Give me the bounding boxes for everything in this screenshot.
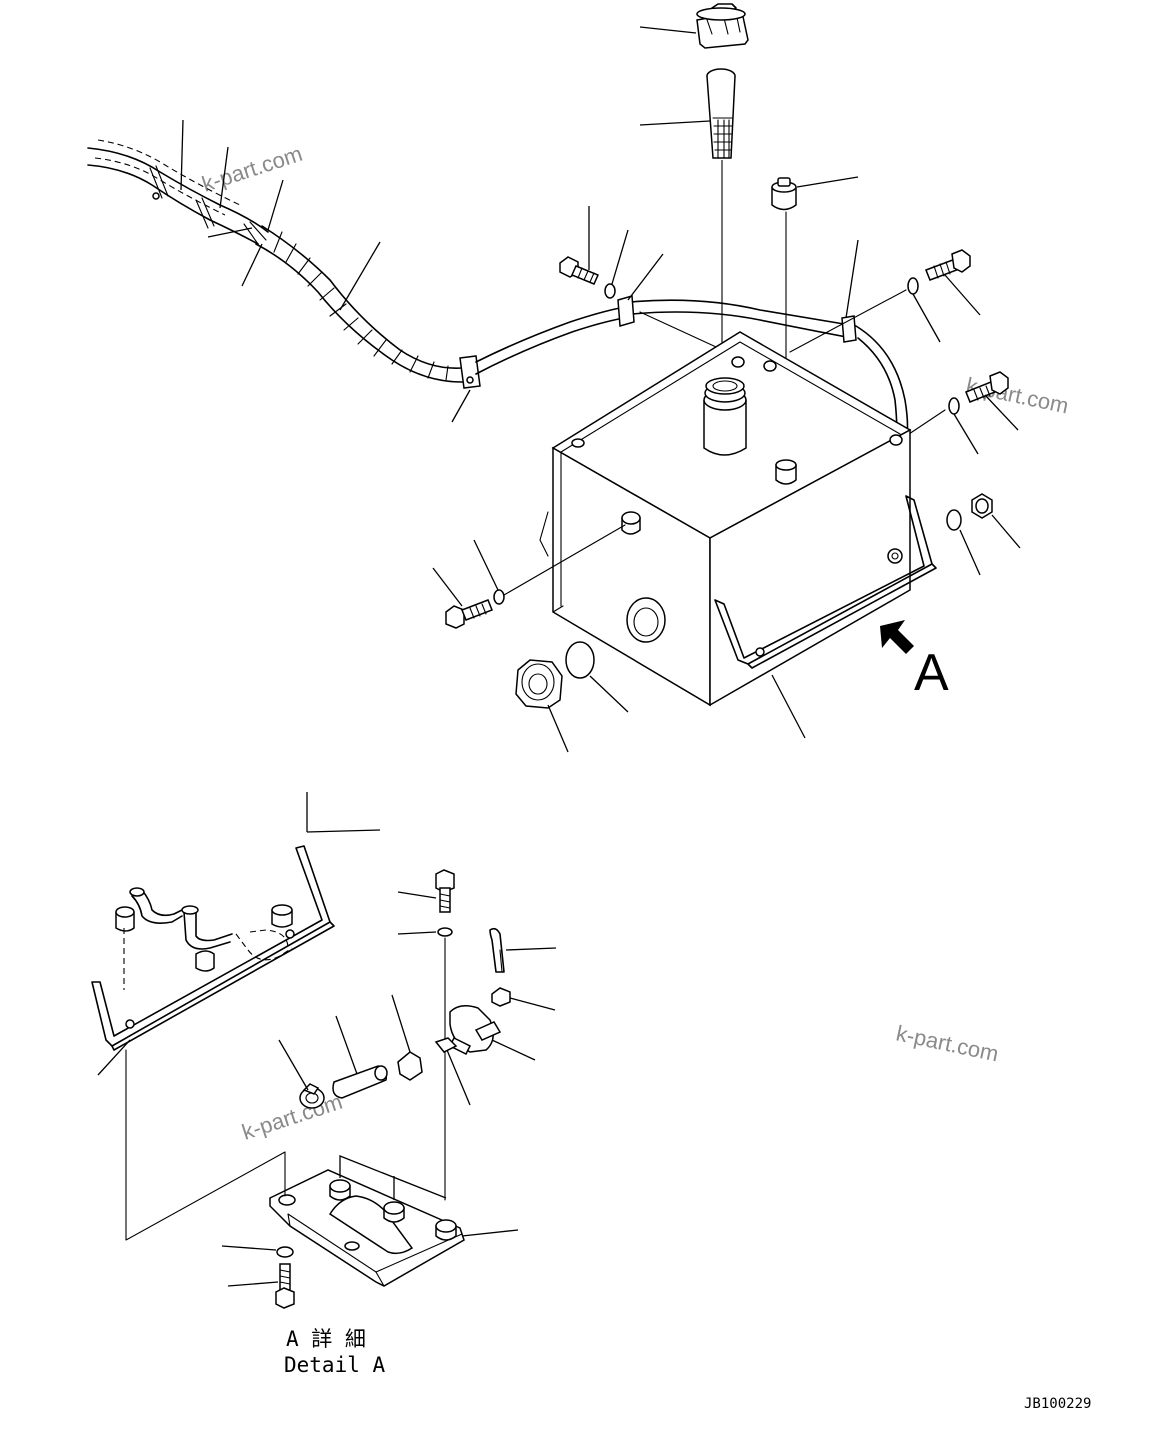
detail-bolt: [435, 869, 455, 913]
leader-line: [241, 243, 263, 287]
leader-line: [639, 26, 697, 34]
detail-cap: [397, 1051, 423, 1081]
leader-line: [509, 997, 556, 1011]
leader-line: [589, 675, 629, 713]
leader-line: [221, 1245, 277, 1251]
leader-line: [451, 389, 471, 423]
o-ring: [946, 509, 962, 531]
leader-line: [991, 514, 1021, 549]
washer: [493, 589, 505, 605]
watermark-3: k-part.com: [894, 1020, 1001, 1066]
leader-line: [397, 931, 437, 935]
leader-line: [473, 539, 499, 591]
tank-body: [539, 331, 912, 707]
leader-line: [278, 1039, 309, 1091]
leader-line: [461, 1229, 519, 1237]
leader-line: [639, 120, 711, 126]
detail-bottom-bolt: [275, 1263, 295, 1309]
detail-nut: [491, 987, 511, 1007]
hose-harness: [87, 139, 909, 446]
leader-line: [207, 227, 253, 238]
detail-hose: [332, 1065, 388, 1099]
bolt-right-side: [965, 371, 1009, 403]
leader-line: [306, 829, 381, 833]
leader-line: [912, 293, 941, 343]
leader-line: [432, 567, 463, 607]
drain-plug-front: [515, 659, 563, 709]
washer: [948, 397, 960, 415]
filler-cap: [696, 3, 749, 49]
bolt-left: [445, 599, 493, 629]
watermark-1: k-part.com: [199, 141, 306, 197]
leader-line: [335, 1015, 358, 1075]
leader-line: [627, 253, 664, 301]
drain-plug-right: [971, 493, 993, 519]
filler-strainer: [706, 68, 736, 159]
leader-line: [339, 241, 381, 311]
bolt-top-left: [559, 256, 599, 285]
washer: [604, 283, 616, 299]
leader-group: [339, 1155, 447, 1200]
leader-line: [611, 229, 629, 285]
level-switch: [771, 177, 797, 211]
detail-title-jp: A 詳 細: [286, 1327, 366, 1351]
leader-line: [219, 146, 229, 209]
leader-line: [505, 947, 557, 951]
detail-hose-clamp: [299, 1083, 325, 1109]
leader-line: [267, 179, 284, 231]
view-arrow: [880, 620, 914, 654]
detail-hose-end: [489, 927, 505, 973]
leader-line: [845, 239, 859, 319]
leader-line: [771, 674, 806, 739]
view-marker-label: A: [914, 644, 949, 702]
leader-line: [180, 119, 184, 191]
tank-bracket: [714, 495, 937, 669]
leader-line: [953, 413, 979, 455]
leader-line: [97, 1039, 131, 1076]
leader-line: [959, 529, 981, 576]
bolt-top-right: [925, 249, 971, 281]
leader-line: [397, 891, 437, 899]
leader-line: [446, 1049, 471, 1106]
assembly-line: [125, 1049, 286, 1241]
leader-line: [227, 1281, 279, 1287]
leader-line: [944, 274, 981, 316]
center-line: [789, 289, 907, 353]
leader-line: [491, 1039, 536, 1061]
washer: [907, 277, 919, 295]
center-line: [503, 524, 626, 596]
washer: [276, 1246, 294, 1258]
detail-a-bracket-lower: [269, 1169, 465, 1287]
washer: [437, 927, 453, 937]
leader-line: [547, 704, 569, 753]
detail-title-en: Detail A: [284, 1353, 386, 1377]
detail-a-bracket-upper: [91, 845, 335, 1051]
leader-line: [391, 994, 411, 1053]
leader-line: [984, 394, 1019, 431]
leader-line: [796, 176, 859, 188]
detail-fitting: [434, 1005, 502, 1056]
o-ring: [565, 641, 595, 679]
watermark-4: k-part.com: [239, 1089, 346, 1145]
drawing-code: JB100229: [1024, 1396, 1091, 1412]
